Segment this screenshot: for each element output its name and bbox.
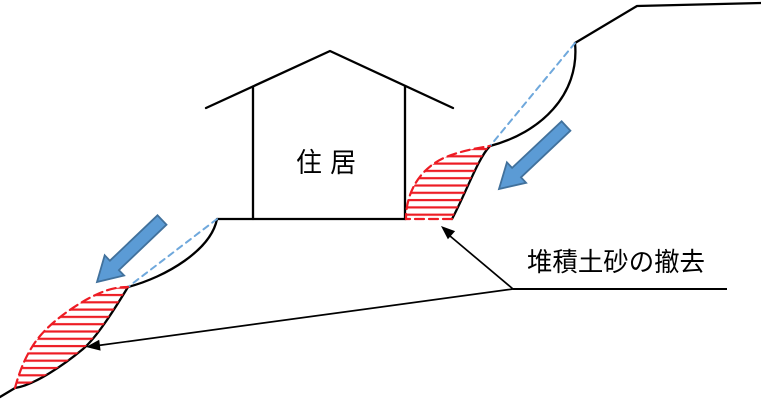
upper-original-slope-dashed-line	[489, 42, 576, 147]
lower-original-slope-dashed-line	[127, 218, 218, 288]
callout-leader-lower-arrowhead-icon	[86, 339, 101, 351]
upper-sediment	[404, 144, 492, 221]
upper-plateau-line	[573, 1, 761, 45]
callout-leader-upper-arrowhead-icon	[441, 226, 456, 240]
callout-leader-upper	[449, 235, 514, 290]
upper-sediment-outline-dashed	[404, 144, 492, 221]
lower-sediment-hatch-fill	[15, 287, 128, 388]
house-roof	[204, 49, 455, 110]
lower-slip-surface-curve	[126, 217, 219, 289]
upper-slide-arrow	[497, 120, 572, 191]
upper-sediment-hatch-fill	[406, 146, 490, 219]
callout: 堆積土砂の撤去	[86, 226, 727, 351]
upper-slip-surface-curve	[488, 41, 577, 148]
lower-sediment-outline-dashed	[13, 285, 130, 390]
original-slope-surfaces	[127, 42, 576, 288]
house-label: 住 居	[296, 148, 356, 179]
callout-label: 堆積土砂の撤去	[527, 248, 705, 278]
lower-sediment	[13, 285, 130, 390]
slide-direction-arrows	[95, 120, 572, 284]
callout-leader-lower	[98, 288, 514, 347]
lower-slide-arrow	[95, 214, 168, 284]
house	[204, 49, 455, 221]
